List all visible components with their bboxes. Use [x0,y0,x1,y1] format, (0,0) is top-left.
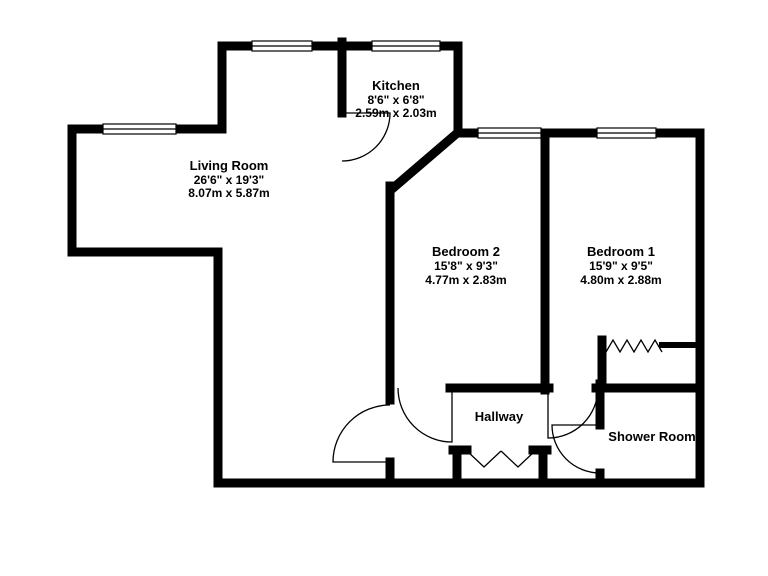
bedroom2-size-imperial: 15'8" x 9'3" [434,259,498,273]
kitchen-diagonal-wall [385,128,462,196]
bedroom1-label: Bedroom 1 [587,244,655,259]
bedroom1-door-swing-icon [547,387,599,439]
bedroom1-size-metric: 4.80m x 2.88m [580,273,661,287]
doors [332,112,601,474]
shower-room-label: Shower Room [608,429,695,444]
room-labels: Living Room 26'6" x 19'3" 8.07m x 5.87m … [188,78,695,444]
windows [102,40,657,139]
window-symbol [371,40,441,52]
living-room-door-swing-icon [332,404,391,463]
kitchen-size-imperial: 8'6" x 6'8" [367,93,424,107]
bedroom2-size-metric: 4.77m x 2.83m [425,273,506,287]
window-symbol [251,40,313,52]
living-room-size-imperial: 26'6" x 19'3" [194,173,264,187]
window-symbol [477,127,542,139]
living-room-size-metric: 8.07m x 5.87m [188,186,269,200]
shower-room-door-swing-icon [551,424,601,474]
bedroom2-door-swing-icon [397,387,453,443]
kitchen-door-swing-icon [341,112,391,162]
bedroom1-size-imperial: 15'9" x 9'5" [589,259,653,273]
living-room-label: Living Room [190,158,269,173]
hallway-label: Hallway [475,409,524,424]
cupboard-bifold-door-icon [466,450,536,468]
kitchen-size-metric: 2.59m x 2.03m [355,106,436,120]
wardrobe-zigzag-icon [605,338,663,354]
kitchen-label: Kitchen [372,78,420,93]
bedroom2-label: Bedroom 2 [432,244,500,259]
window-symbol [596,127,657,139]
window-symbol [102,123,177,135]
